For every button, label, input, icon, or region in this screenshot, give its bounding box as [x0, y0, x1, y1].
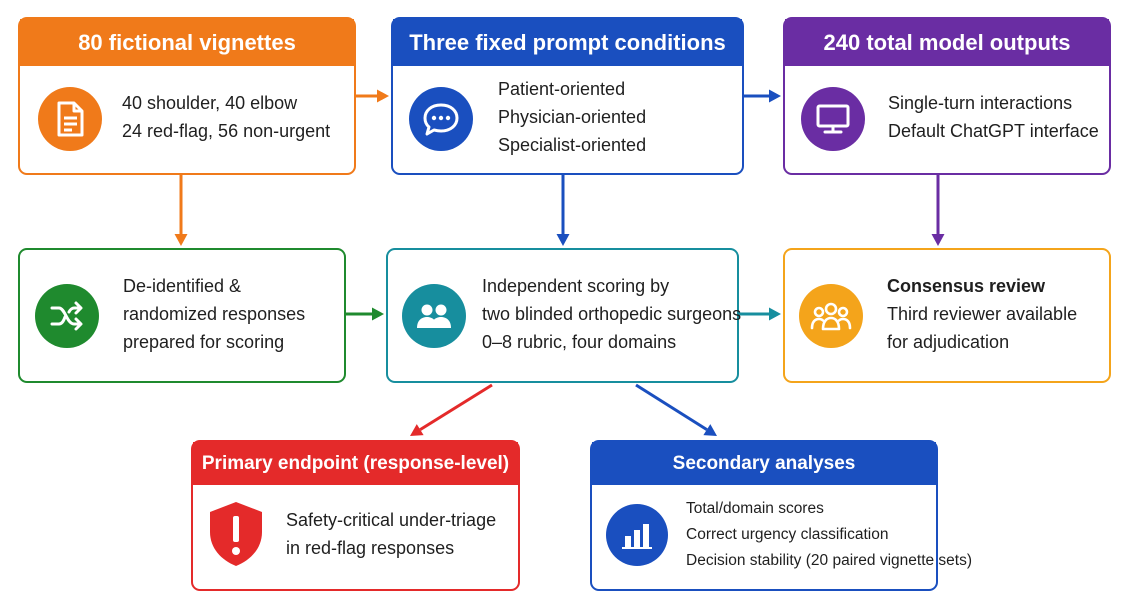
secondary-analyses-line: Decision stability (20 paired vignette s… — [686, 552, 973, 569]
consensus-title: Consensus review — [887, 276, 1046, 296]
prompts-line: Physician-oriented — [498, 107, 647, 127]
arrow-scoring-to-secondary — [635, 383, 717, 436]
outputs-line: Default ChatGPT interface — [888, 121, 1099, 141]
deidentified-box: De-identified & randomized responses pre… — [18, 248, 346, 383]
outputs-title: 240 total model outputs — [823, 29, 1071, 55]
document-icon — [38, 87, 102, 151]
prompts-text: Patient-oriented Physician-oriented Spec… — [498, 75, 646, 159]
deidentified-line: randomized responses — [123, 304, 306, 324]
deidentified-line: prepared for scoring — [123, 332, 285, 352]
secondary-analyses-line: Total/domain scores — [686, 500, 824, 517]
outputs-line: Single-turn interactions — [888, 93, 1073, 113]
shuffle-icon — [35, 284, 99, 348]
primary-endpoint-title: Primary endpoint (response-level) — [201, 452, 510, 474]
outputs-header: 240 total model outputs — [785, 19, 1109, 66]
secondary-analyses-text: Total/domain scores Correct urgency clas… — [686, 496, 972, 574]
vignettes-title: 80 fictional vignettes — [78, 29, 296, 55]
primary-endpoint-line: Safety-critical under-triage — [286, 510, 497, 530]
arrow-vignettes-to-prompts — [356, 89, 389, 103]
primary-endpoint-line: in red-flag responses — [286, 538, 455, 558]
consensus-line: Third reviewer available — [887, 304, 1078, 324]
arrow-scoring-to-consensus — [739, 307, 781, 321]
scoring-line: two blinded orthopedic surgeons — [482, 304, 742, 324]
secondary-analyses-header: Secondary analyses — [592, 442, 936, 485]
arrow-scoring-to-primary — [410, 383, 493, 436]
consensus-box: Consensus review Third reviewer availabl… — [783, 248, 1111, 383]
consensus-text: Consensus review Third reviewer availabl… — [887, 272, 1077, 356]
primary-endpoint-header: Primary endpoint (response-level) — [193, 442, 518, 485]
scoring-line: 0–8 rubric, four domains — [482, 332, 677, 352]
outputs-box: 240 total model outputs Single-turn inte… — [783, 17, 1111, 175]
arrow-prompts-to-scoring — [556, 175, 570, 246]
vignettes-line: 24 red-flag, 56 non-urgent — [122, 121, 331, 141]
deidentified-text: De-identified & randomized responses pre… — [123, 272, 305, 356]
secondary-analyses-title: Secondary analyses — [672, 452, 856, 474]
group-icon — [799, 284, 863, 348]
monitor-icon — [801, 87, 865, 151]
arrow-outputs-to-consensus — [931, 175, 945, 246]
vignettes-text: 40 shoulder, 40 elbow 24 red-flag, 56 no… — [122, 89, 330, 145]
arrow-deidentified-to-scoring — [346, 307, 384, 321]
primary-endpoint-box: Primary endpoint (response-level) Safety… — [191, 440, 520, 591]
arrow-prompts-to-outputs — [744, 89, 781, 103]
secondary-analyses-box: Secondary analyses Total/domain scores C… — [590, 440, 972, 591]
prompts-line: Specialist-oriented — [498, 135, 647, 155]
people-icon — [402, 284, 466, 348]
outputs-text: Single-turn interactions Default ChatGPT… — [888, 89, 1099, 145]
vignettes-header: 80 fictional vignettes — [20, 19, 354, 66]
scoring-box: Independent scoring by two blinded ortho… — [386, 248, 741, 383]
prompts-title: Three fixed prompt conditions — [409, 29, 726, 55]
prompts-box: Three fixed prompt conditions Patient-or… — [391, 17, 744, 175]
bar-chart-icon — [606, 504, 668, 566]
deidentified-line: De-identified & — [123, 276, 242, 296]
chat-bubble-icon — [409, 87, 473, 151]
prompts-header: Three fixed prompt conditions — [393, 19, 742, 66]
arrow-vignettes-to-deidentified — [174, 175, 188, 246]
consensus-line: for adjudication — [887, 332, 1010, 352]
scoring-line: Independent scoring by — [482, 276, 670, 296]
shield-alert-icon — [207, 500, 265, 568]
vignettes-line: 40 shoulder, 40 elbow — [122, 93, 298, 113]
scoring-text: Independent scoring by two blinded ortho… — [482, 272, 741, 356]
secondary-analyses-line: Correct urgency classification — [686, 526, 889, 543]
prompts-line: Patient-oriented — [498, 79, 626, 99]
vignettes-box: 80 fictional vignettes 40 shoulder, 40 e… — [18, 17, 356, 175]
primary-endpoint-text: Safety-critical under-triage in red-flag… — [286, 506, 496, 562]
